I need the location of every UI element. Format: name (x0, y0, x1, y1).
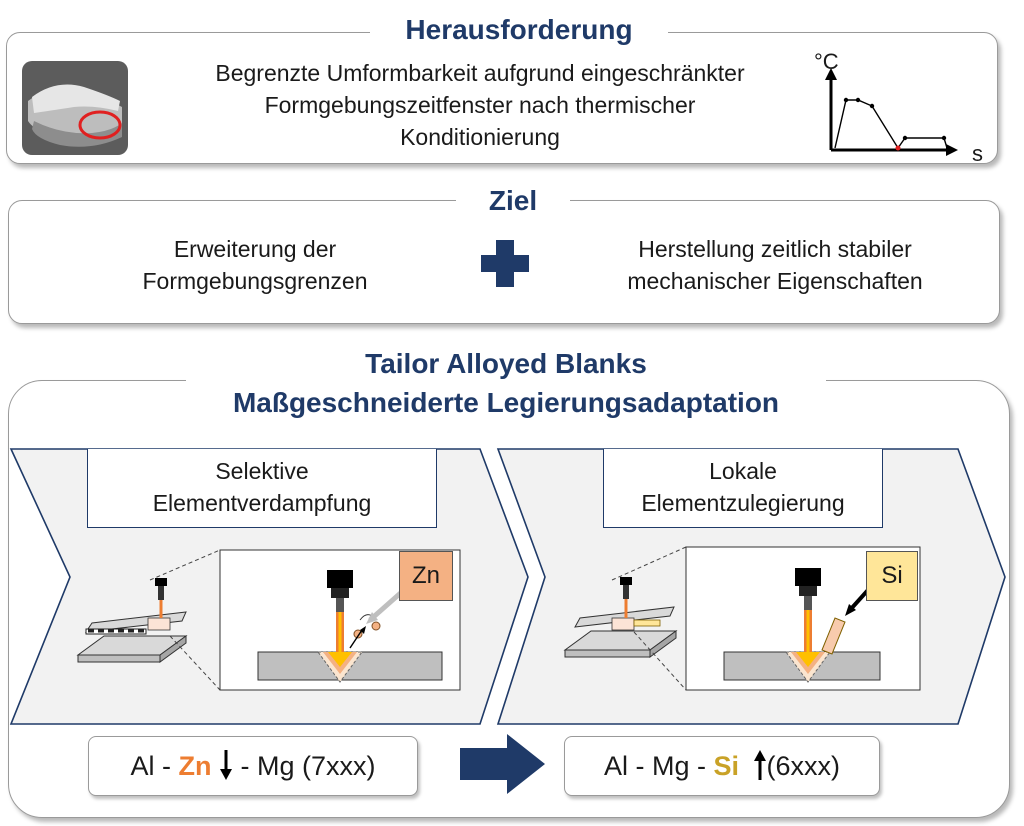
challenge-line-2: Formgebungszeitfenster nach thermischer (264, 92, 696, 118)
goal-left-line-1: Erweiterung der (173, 236, 337, 262)
step1-label-box: Selektive Elementverdampfung (87, 449, 437, 528)
element-tag-zn: Zn (399, 551, 453, 601)
step2-label-line-1: Lokale (709, 458, 777, 484)
goal-right-line-2: mechanischer Eigenschaften (627, 268, 923, 294)
arrow-up-icon (753, 750, 766, 780)
formula1-suffix: - Mg (7xxx) (233, 751, 376, 781)
formed-part-photo (22, 61, 128, 155)
step1-label-line-1: Selektive (215, 458, 309, 484)
step1-label-line-2: Elementverdampfung (152, 490, 372, 516)
step2-label-box: Lokale Elementzulegierung (603, 449, 883, 528)
sketch-y-unit: °C (814, 49, 839, 74)
formula2-suffix: (6xxx) (766, 751, 841, 781)
element-tag-si: Si (866, 551, 918, 601)
challenge-line-3: Konditionierung (400, 124, 560, 150)
formula1-element: Zn (178, 751, 212, 781)
formula-6xxx: Al - Mg - Si (6xxx) (564, 736, 880, 796)
step2-label-line-2: Elementzulegierung (641, 490, 845, 516)
goal-heading: Ziel (456, 183, 570, 219)
sketch-x-unit: s (972, 141, 983, 166)
formula-7xxx: Al - Zn - Mg (7xxx) (88, 736, 418, 796)
goal-right-line-1: Herstellung zeitlich stabiler (638, 236, 912, 262)
challenge-heading: Herausforderung (370, 12, 668, 48)
tab-heading-line-2: Maßgeschneiderte Legierungsadaptation (186, 383, 826, 423)
formula2-element: Si (713, 751, 739, 781)
formula1-prefix: Al - (130, 751, 179, 781)
challenge-panel (6, 32, 998, 164)
goal-panel (8, 200, 1000, 324)
formula2-prefix: Al - Mg - (603, 751, 714, 781)
challenge-line-1: Begrenzte Umformbarkeit aufgrund eingesc… (215, 60, 745, 86)
goal-left-line-2: Formgebungsgrenzen (142, 268, 368, 294)
tab-heading-line-1: Tailor Alloyed Blanks (186, 345, 826, 383)
arrow-down-icon (220, 750, 232, 780)
formed-part-image (28, 84, 122, 147)
